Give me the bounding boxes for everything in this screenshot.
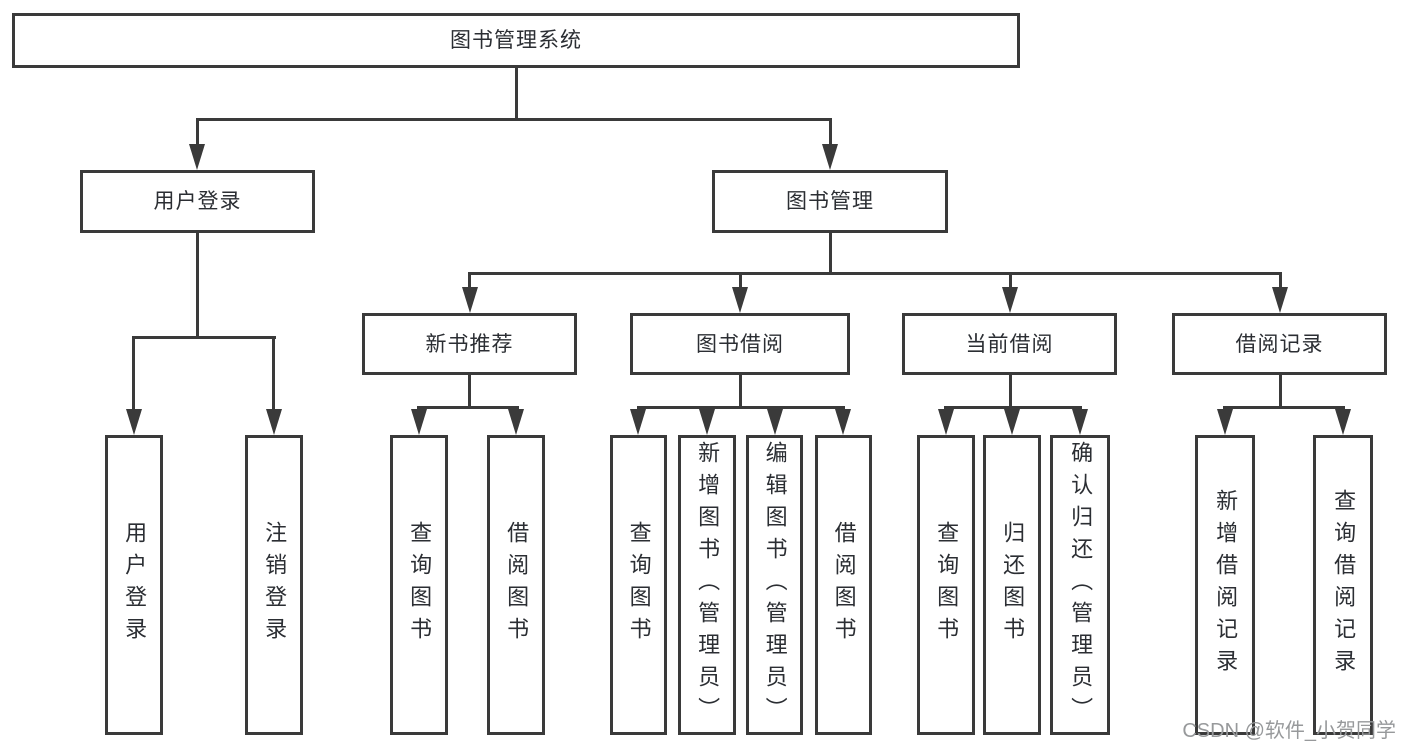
connector-line — [468, 272, 471, 289]
leaf-confirm-return-admin: 确认归还（管理员） — [1050, 435, 1110, 735]
arrowhead-icon — [266, 409, 282, 435]
arrowhead-icon — [411, 409, 427, 435]
leaf-add-books-admin: 新增图书（管理员） — [678, 435, 736, 735]
node-root: 图书管理系统 — [12, 13, 1020, 68]
connector-line — [417, 406, 519, 409]
node-borrowing-records: 借阅记录 — [1172, 313, 1387, 375]
connector-line — [272, 336, 275, 411]
leaf-query-borrow-record: 查询借阅记录 — [1313, 435, 1373, 735]
arrowhead-icon — [938, 409, 954, 435]
node-book-borrowing-label: 图书借阅 — [696, 332, 784, 356]
leaf-borrow-books: 借阅图书 — [815, 435, 872, 735]
leaf-borrow-books-label: 借阅图书 — [831, 521, 857, 649]
connector-line — [1009, 375, 1012, 409]
connector-line — [739, 272, 742, 289]
leaf-user-login: 用户登录 — [105, 435, 163, 735]
leaf-query-books-recommend-label: 查询图书 — [407, 521, 433, 649]
leaf-query-books-recommend: 查询图书 — [390, 435, 448, 735]
connector-line — [468, 272, 1282, 275]
arrowhead-icon — [189, 144, 205, 170]
connector-line — [196, 233, 199, 339]
arrowhead-icon — [1072, 409, 1088, 435]
connector-line — [1279, 272, 1282, 289]
arrowhead-icon — [1217, 409, 1233, 435]
node-current-borrowing-label: 当前借阅 — [965, 332, 1054, 356]
connector-line — [1223, 406, 1345, 409]
connector-line — [1279, 375, 1282, 409]
leaf-borrow-books-recommend: 借阅图书 — [487, 435, 545, 735]
arrowhead-icon — [732, 287, 748, 313]
leaf-return-books-label: 归还图书 — [1000, 521, 1026, 649]
arrowhead-icon — [767, 409, 783, 435]
node-root-label: 图书管理系统 — [450, 29, 582, 52]
node-book-borrowing: 图书借阅 — [630, 313, 850, 375]
node-current-borrowing: 当前借阅 — [902, 313, 1117, 375]
leaf-logout-label: 注销登录 — [262, 521, 288, 649]
csdn-watermark: CSDN @软件_小贺同学 — [1182, 720, 1396, 742]
arrowhead-icon — [508, 409, 524, 435]
arrowhead-icon — [1004, 409, 1020, 435]
leaf-query-books-current-label: 查询图书 — [934, 521, 960, 649]
leaf-add-borrow-record-label: 新增借阅记录 — [1213, 489, 1239, 681]
node-user-login-branch-label: 用户登录 — [153, 190, 242, 213]
leaf-query-books-current: 查询图书 — [917, 435, 975, 735]
leaf-logout: 注销登录 — [245, 435, 303, 735]
connector-line — [944, 406, 1082, 409]
connector-line — [637, 406, 845, 409]
arrowhead-icon — [1002, 287, 1018, 313]
leaf-add-borrow-record: 新增借阅记录 — [1195, 435, 1255, 735]
node-user-login-branch: 用户登录 — [80, 170, 315, 233]
node-book-management-branch-label: 图书管理 — [786, 190, 874, 213]
connector-line — [515, 68, 518, 121]
connector-line — [829, 118, 832, 147]
node-borrowing-records-label: 借阅记录 — [1235, 332, 1324, 356]
leaf-borrow-books-recommend-label: 借阅图书 — [504, 521, 530, 649]
arrowhead-icon — [699, 409, 715, 435]
leaf-edit-books-admin-label: 编辑图书（管理员） — [762, 441, 788, 729]
node-new-book-recommend: 新书推荐 — [362, 313, 577, 375]
connector-line — [132, 336, 276, 339]
leaf-return-books: 归还图书 — [983, 435, 1041, 735]
arrowhead-icon — [835, 409, 851, 435]
connector-line — [468, 375, 471, 409]
node-new-book-recommend-label: 新书推荐 — [425, 332, 514, 356]
leaf-user-login-label: 用户登录 — [122, 521, 148, 649]
leaf-query-books-borrowing: 查询图书 — [610, 435, 667, 735]
leaf-confirm-return-admin-label: 确认归还（管理员） — [1068, 441, 1094, 729]
arrowhead-icon — [630, 409, 646, 435]
leaf-add-books-admin-label: 新增图书（管理员） — [695, 441, 721, 729]
connector-line — [829, 233, 832, 275]
arrowhead-icon — [462, 287, 478, 313]
connector-line — [739, 375, 742, 409]
arrowhead-icon — [1335, 409, 1351, 435]
leaf-query-borrow-record-label: 查询借阅记录 — [1331, 489, 1357, 681]
leaf-query-books-borrowing-label: 查询图书 — [626, 521, 652, 649]
connector-line — [196, 118, 199, 147]
arrowhead-icon — [126, 409, 142, 435]
connector-line — [1009, 272, 1012, 289]
connector-line — [132, 336, 135, 411]
node-book-management-branch: 图书管理 — [712, 170, 948, 233]
arrowhead-icon — [1272, 287, 1288, 313]
leaf-edit-books-admin: 编辑图书（管理员） — [746, 435, 803, 735]
connector-line — [196, 118, 832, 121]
arrowhead-icon — [822, 144, 838, 170]
